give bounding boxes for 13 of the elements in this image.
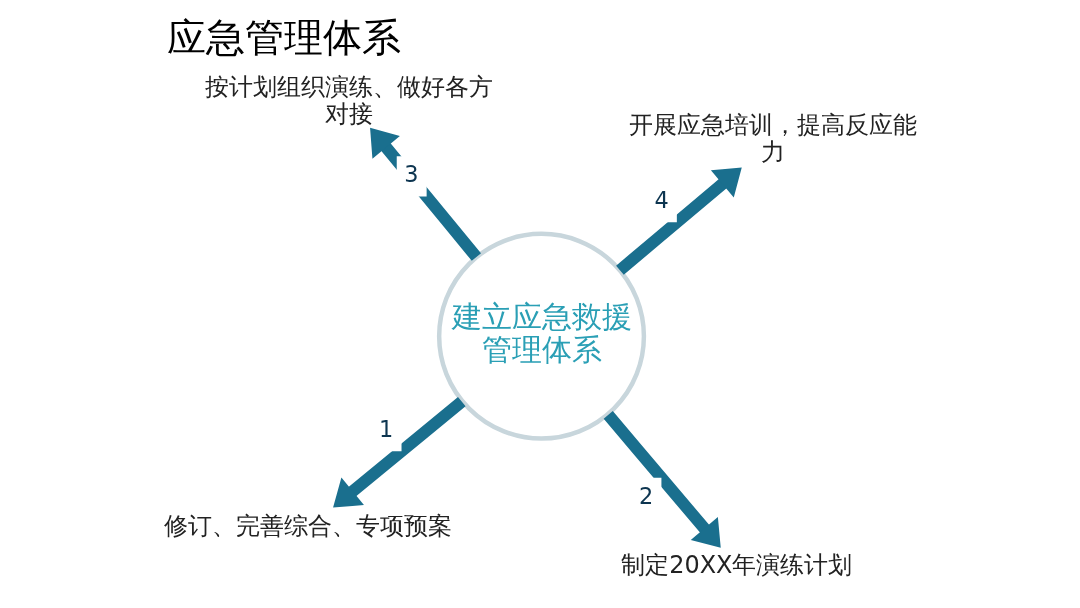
arrow xyxy=(603,411,721,548)
node-text: 按计划组织演练、做好各方对接 xyxy=(204,72,493,128)
edge-label: 2 xyxy=(638,482,653,509)
edge-label: 1 xyxy=(378,416,393,443)
node-text: 开展应急培训，提高反应能力 xyxy=(628,111,917,167)
edge-label: 4 xyxy=(653,187,669,214)
node-text: 修订、完善综合、专项预案 xyxy=(163,511,452,540)
arrow xyxy=(332,397,466,508)
arrow xyxy=(615,167,742,275)
node-circle: 建立应急救援管理体系 xyxy=(436,231,646,441)
node-text: 制定20XX年演练计划 xyxy=(620,550,853,579)
edge-label: 3 xyxy=(403,161,418,188)
diagram-title: 应急管理体系 xyxy=(166,15,401,61)
